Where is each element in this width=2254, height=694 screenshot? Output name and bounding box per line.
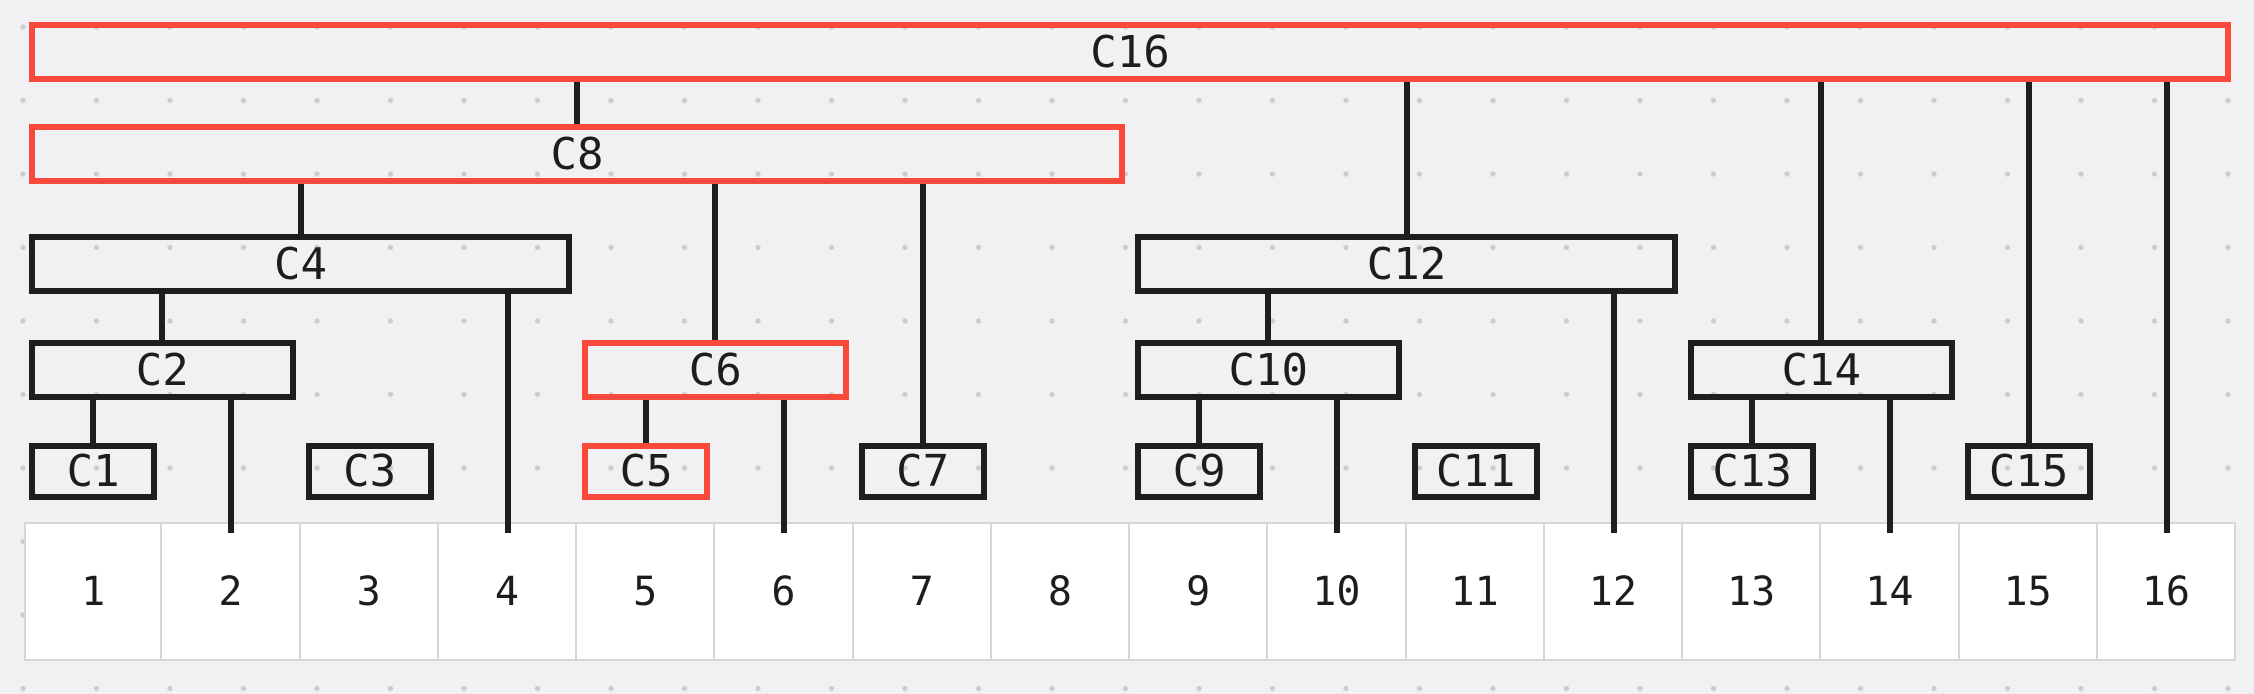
connector-c12-c10 [1265, 294, 1272, 343]
tree-node-label: C4 [274, 238, 327, 290]
tree-node-label: C6 [688, 344, 742, 396]
connector-c16-leaf16 [2163, 82, 2170, 533]
tree-node-label: C9 [1172, 446, 1226, 497]
tree-node-label: C5 [619, 446, 673, 497]
array-cell-label: 7 [909, 568, 934, 615]
connector-c8-c7 [919, 184, 926, 446]
array-cell-5: 5 [577, 522, 716, 661]
tree-node-label: C3 [343, 446, 397, 497]
array-cell-1: 1 [24, 522, 163, 661]
connector-c6-leaf6 [781, 400, 788, 533]
array-cell-10: 10 [1268, 522, 1407, 661]
connector-c16-c15 [2025, 82, 2032, 446]
connector-c10-leaf10 [1334, 400, 1341, 533]
tree-node-c4: C4 [29, 234, 572, 294]
tree-node-c6: C6 [582, 340, 849, 400]
tree-node-c8: C8 [29, 124, 1125, 184]
tree-node-label: C14 [1781, 344, 1861, 396]
tree-node-label: C16 [1090, 26, 1170, 78]
array-cell-label: 1 [81, 568, 106, 615]
tree-node-label: C8 [550, 128, 604, 180]
array-cell-9: 9 [1130, 522, 1269, 661]
array-cell-7: 7 [853, 522, 992, 661]
array-cell-label: 3 [356, 568, 381, 615]
array-cell-14: 14 [1821, 522, 1960, 661]
tree-node-c3: C3 [305, 443, 434, 500]
tree-node-label: C7 [896, 446, 950, 497]
tree-node-c16: C16 [29, 22, 2231, 82]
array-cell-label: 12 [1588, 568, 1637, 615]
array-cell-3: 3 [300, 522, 439, 661]
array-cell-16: 16 [2097, 522, 2236, 661]
array-cell-15: 15 [1959, 522, 2098, 661]
array-cell-4: 4 [438, 522, 577, 661]
tree-node-c10: C10 [1135, 340, 1402, 400]
tree-node-label: C15 [1988, 446, 2069, 497]
array-cell-12: 12 [1544, 522, 1683, 661]
array-cell-label: 13 [1727, 568, 1776, 615]
array-cell-label: 11 [1450, 568, 1499, 615]
tree-node-label: C13 [1712, 446, 1792, 497]
connector-c4-c2 [159, 294, 166, 343]
tree-node-label: C10 [1228, 344, 1308, 396]
connector-c16-c8 [574, 82, 580, 127]
array-cell-6: 6 [715, 522, 854, 661]
tree-node-label: C11 [1435, 446, 1516, 497]
connector-c6-c5 [643, 400, 650, 446]
tree-node-c7: C7 [858, 443, 987, 500]
array-cell-label: 15 [2003, 568, 2052, 615]
array-cell-11: 11 [1406, 522, 1545, 661]
array-cell-label: 6 [771, 568, 796, 615]
tree-node-c12: C12 [1135, 234, 1678, 294]
array-cell-13: 13 [1683, 522, 1822, 661]
tree-node-label: C2 [135, 344, 189, 396]
tree-node-c13: C13 [1688, 443, 1817, 500]
connector-c2-leaf2 [228, 400, 235, 533]
connector-c4-leaf4 [504, 294, 511, 533]
array-cell-label: 8 [1047, 568, 1072, 615]
connector-c10-c9 [1196, 400, 1203, 446]
connector-c16-c12 [1403, 82, 1410, 237]
array-cell-8: 8 [991, 522, 1130, 661]
tree-node-c15: C15 [1964, 443, 2093, 500]
connector-c14-leaf14 [1887, 400, 1894, 533]
connector-c2-c1 [90, 400, 97, 446]
tree-node-c2: C2 [29, 340, 296, 400]
connector-c14-c13 [1749, 400, 1756, 446]
array-cell-label: 10 [1312, 568, 1361, 615]
tree-node-c11: C11 [1411, 443, 1540, 500]
array-cell-label: 2 [218, 568, 243, 615]
connector-c8-c6 [712, 184, 719, 343]
tree-node-label: C12 [1366, 238, 1447, 290]
array-cell-label: 9 [1186, 568, 1211, 615]
tree-node-c1: C1 [29, 443, 158, 500]
array-cell-label: 4 [494, 568, 519, 615]
tree-node-c5: C5 [582, 443, 711, 500]
tree-node-c9: C9 [1135, 443, 1264, 500]
array-cell-label: 14 [1865, 568, 1914, 615]
array-cell-label: 16 [2141, 568, 2190, 615]
connector-c8-c4 [297, 184, 304, 237]
connector-c16-c14 [1818, 82, 1825, 343]
array-cell-label: 5 [633, 568, 658, 615]
array-cell-2: 2 [162, 522, 301, 661]
tree-node-label: C1 [66, 446, 120, 497]
tree-node-c14: C14 [1688, 340, 1955, 400]
connector-c12-leaf12 [1610, 294, 1617, 533]
